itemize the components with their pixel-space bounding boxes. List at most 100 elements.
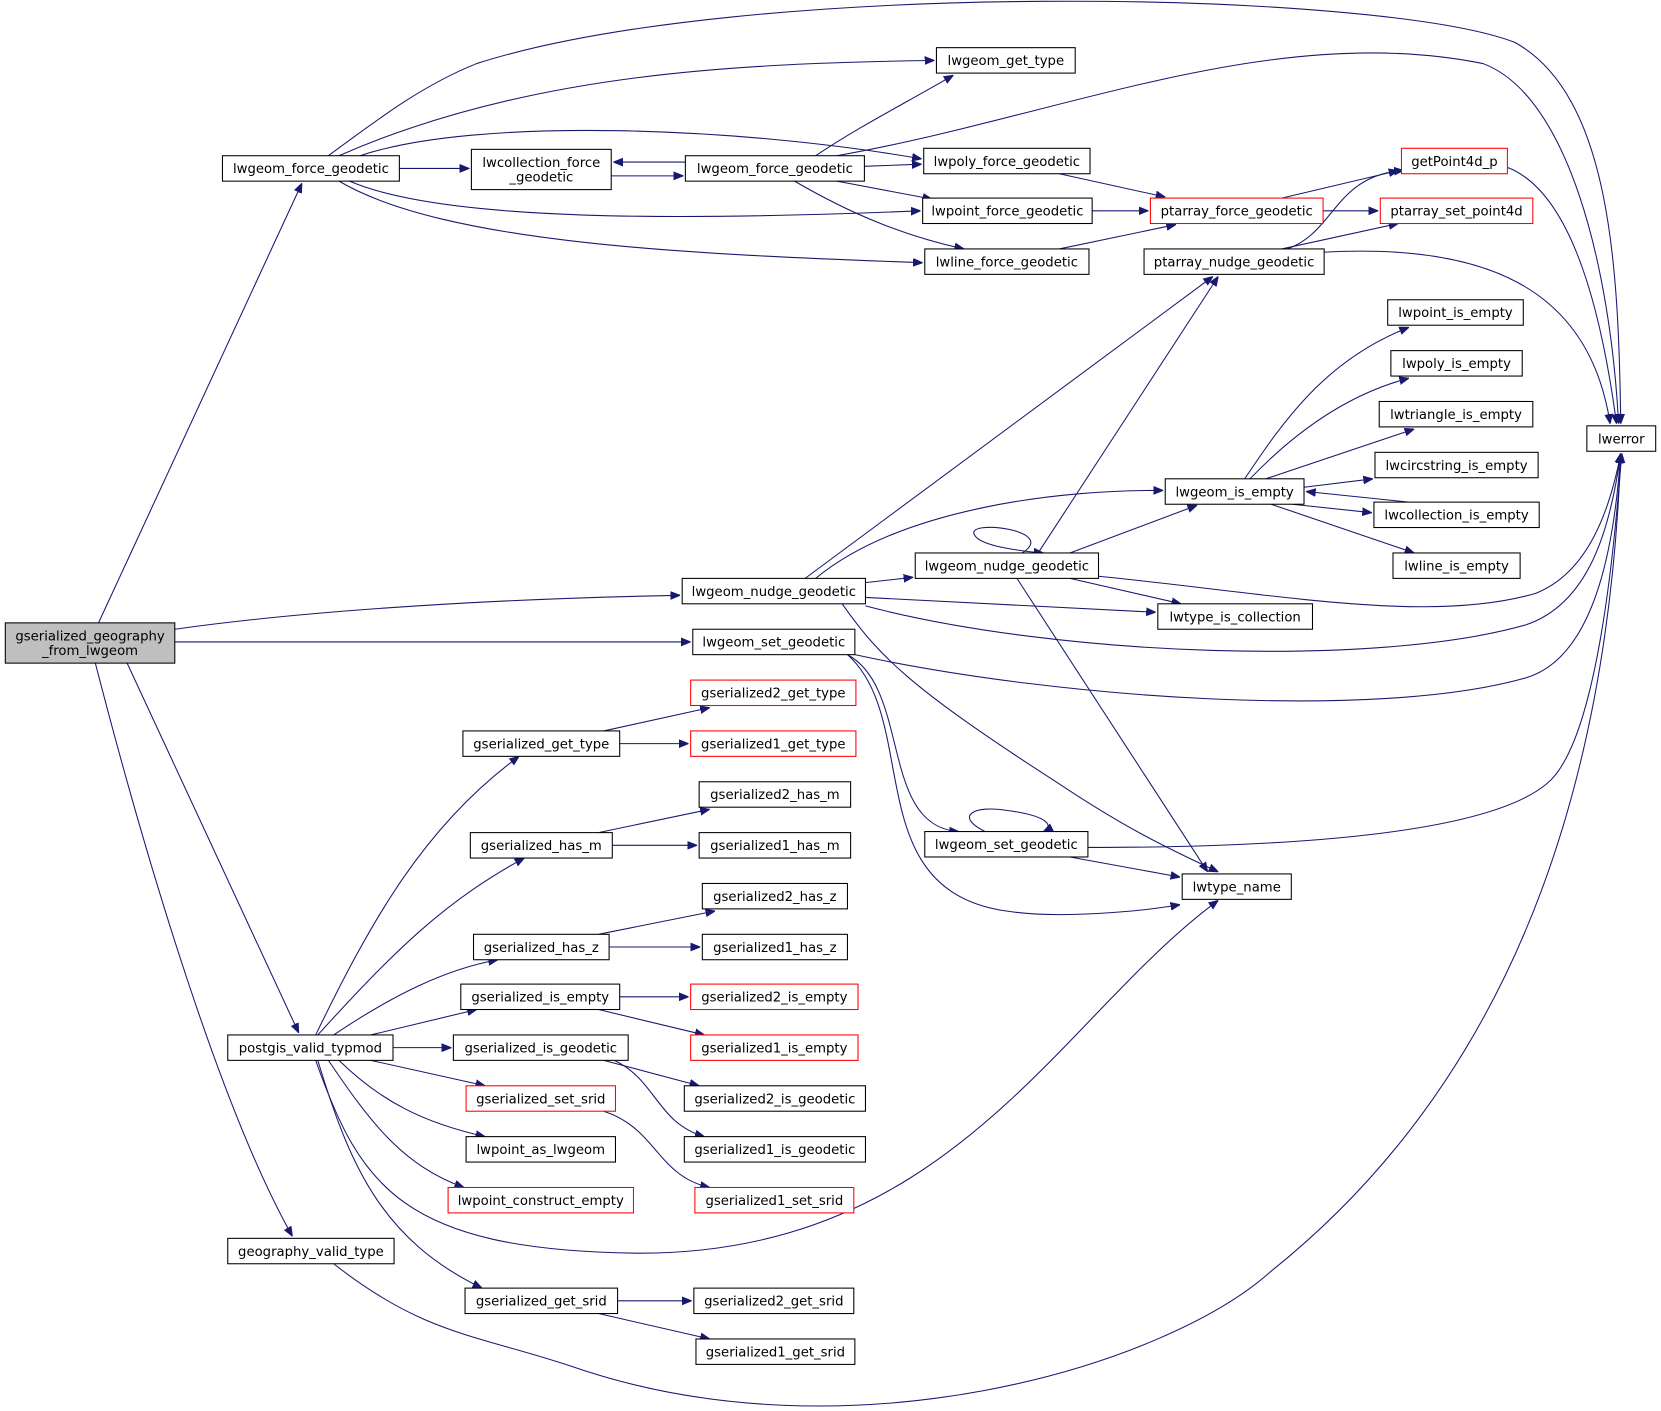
node-root[interactable]: gserialized_geography_from_lwgeom	[4, 622, 176, 664]
node-lwpoint-construct-empty[interactable]: lwpoint_construct_empty	[447, 1186, 634, 1214]
node-box[interactable]	[460, 983, 621, 1011]
node-box[interactable]	[1157, 603, 1314, 630]
node-box[interactable]	[698, 781, 852, 808]
node-gserialized-is-geodetic[interactable]: gserialized_is_geodetic	[452, 1034, 629, 1061]
node-box[interactable]	[924, 248, 1090, 275]
node-box[interactable]	[464, 1287, 619, 1315]
node-lwtriangle-is-empty[interactable]: lwtriangle_is_empty	[1378, 400, 1534, 428]
node-ptarray-set-point4d[interactable]: ptarray_set_point4d	[1379, 197, 1534, 225]
node-gserialized2-get-type[interactable]: gserialized2_get_type	[690, 679, 857, 707]
node-box[interactable]	[922, 197, 1093, 225]
node-box[interactable]	[465, 1085, 616, 1112]
node-box[interactable]	[1374, 451, 1539, 479]
node-lwpoly-is-empty[interactable]: lwpoly_is_empty	[1390, 350, 1523, 377]
node-lwpoint-is-empty[interactable]: lwpoint_is_empty	[1387, 299, 1524, 326]
node-lwgeom-nudge-geodetic2[interactable]: lwgeom_nudge_geodetic	[914, 552, 1100, 579]
node-box[interactable]	[227, 1034, 394, 1061]
node-box[interactable]	[701, 933, 848, 961]
node-gserialized-is-empty[interactable]: gserialized_is_empty	[460, 983, 621, 1011]
node-box[interactable]	[1392, 552, 1521, 579]
node-box[interactable]	[472, 933, 610, 961]
node-getPoint4d-p[interactable]: getPoint4d_p	[1400, 147, 1508, 175]
node-gserialized-get-type[interactable]: gserialized_get_type	[462, 730, 621, 757]
node-lwtype-is-collection[interactable]: lwtype_is_collection	[1157, 603, 1314, 630]
node-box[interactable]	[924, 831, 1089, 858]
node-box[interactable]	[914, 552, 1100, 579]
node-box[interactable]	[695, 1338, 856, 1365]
node-lwpoint-as-lwgeom[interactable]: lwpoint_as_lwgeom	[465, 1136, 616, 1163]
node-lwcircstring-is-empty[interactable]: lwcircstring_is_empty	[1374, 451, 1539, 479]
node-lwgeom-is-empty[interactable]: lwgeom_is_empty	[1164, 478, 1305, 505]
node-lwline-force-geodetic[interactable]: lwline_force_geodetic	[924, 248, 1090, 275]
node-lwpoint-force-geodetic[interactable]: lwpoint_force_geodetic	[922, 197, 1093, 225]
node-box[interactable]	[465, 1136, 616, 1163]
node-box[interactable]	[690, 679, 857, 707]
node-gserialized1-is-geodetic[interactable]: gserialized1_is_geodetic	[683, 1136, 866, 1163]
node-lwcollection-force-geodetic[interactable]: lwcollection_force_geodetic	[470, 148, 612, 191]
node-box[interactable]	[1379, 197, 1534, 225]
node-gserialized2-has-z[interactable]: gserialized2_has_z	[701, 882, 848, 910]
node-box[interactable]	[469, 832, 613, 859]
node-ptarray-nudge-geodetic[interactable]: ptarray_nudge_geodetic	[1143, 248, 1325, 275]
node-box[interactable]	[1149, 197, 1324, 225]
node-box[interactable]	[1181, 873, 1292, 900]
node-box[interactable]	[1400, 147, 1508, 175]
node-gserialized1-get-type[interactable]: gserialized1_get_type	[690, 730, 857, 757]
node-gserialized1-has-m[interactable]: gserialized1_has_m	[698, 832, 852, 859]
node-lwgeom-force-geodetic[interactable]: lwgeom_force_geodetic	[221, 155, 400, 182]
node-box[interactable]	[1164, 478, 1305, 505]
node-box[interactable]	[684, 155, 865, 182]
node-box[interactable]	[923, 147, 1091, 175]
node-box[interactable]	[683, 1085, 866, 1112]
node-gserialized-get-srid[interactable]: gserialized_get_srid	[464, 1287, 619, 1315]
node-lwgeom-get-type[interactable]: lwgeom_get_type	[935, 47, 1076, 74]
node-lwpoly-force-geodetic[interactable]: lwpoly_force_geodetic	[923, 147, 1091, 175]
node-lwgeom-set-geodetic2[interactable]: lwgeom_set_geodetic	[924, 831, 1089, 858]
node-gserialized2-is-empty[interactable]: gserialized2_is_empty	[690, 983, 859, 1011]
node-gserialized1-set-srid[interactable]: gserialized1_set_srid	[694, 1186, 855, 1214]
node-lwgeom-nudge-geodetic[interactable]: lwgeom_nudge_geodetic	[681, 577, 866, 605]
node-box[interactable]	[694, 1186, 855, 1214]
node-box[interactable]	[1390, 350, 1523, 377]
node-box[interactable]	[1143, 248, 1325, 275]
node-geography-valid-type[interactable]: geography_valid_type	[227, 1237, 395, 1265]
node-box[interactable]	[683, 1136, 866, 1163]
node-box[interactable]	[1387, 299, 1524, 326]
node-box[interactable]	[690, 730, 857, 757]
node-gserialized1-is-empty[interactable]: gserialized1_is_empty	[690, 1034, 859, 1061]
node-gserialized-has-z[interactable]: gserialized_has_z	[472, 933, 610, 961]
node-box[interactable]	[701, 882, 848, 910]
node-lwcollection-is-empty[interactable]: lwcollection_is_empty	[1373, 501, 1540, 529]
node-gserialized2-has-m[interactable]: gserialized2_has_m	[698, 781, 852, 808]
node-gserialized2-is-geodetic[interactable]: gserialized2_is_geodetic	[683, 1085, 866, 1112]
node-box[interactable]	[698, 832, 852, 859]
node-box[interactable]	[1373, 501, 1540, 529]
node-box[interactable]	[1378, 400, 1534, 428]
node-lwline-is-empty[interactable]: lwline_is_empty	[1392, 552, 1521, 579]
node-ptarray-force-geodetic[interactable]: ptarray_force_geodetic	[1149, 197, 1324, 225]
node-box[interactable]	[221, 155, 400, 182]
node-gserialized-has-m[interactable]: gserialized_has_m	[469, 832, 613, 859]
node-box[interactable]	[1586, 425, 1657, 452]
node-lwerror[interactable]: lwerror	[1586, 425, 1657, 452]
node-box[interactable]	[681, 577, 866, 605]
node-postgis-valid-typmod[interactable]: postgis_valid_typmod	[227, 1034, 394, 1061]
node-box[interactable]	[692, 628, 856, 656]
node-gserialized-set-srid[interactable]: gserialized_set_srid	[465, 1085, 616, 1112]
node-box[interactable]	[447, 1186, 634, 1214]
node-box[interactable]	[935, 47, 1076, 74]
node-box[interactable]	[693, 1287, 855, 1315]
node-lwgeom-set-geodetic[interactable]: lwgeom_set_geodetic	[692, 628, 856, 656]
node-box[interactable]	[690, 1034, 859, 1061]
node-box[interactable]	[462, 730, 621, 757]
node-gserialized1-has-z[interactable]: gserialized1_has_z	[701, 933, 848, 961]
node-box[interactable]	[470, 148, 612, 191]
node-lwgeom-force-geodetic2[interactable]: lwgeom_force_geodetic	[684, 155, 865, 182]
node-box[interactable]	[227, 1237, 395, 1265]
node-box[interactable]	[4, 622, 176, 664]
node-box[interactable]	[690, 983, 859, 1011]
node-gserialized1-get-srid[interactable]: gserialized1_get_srid	[695, 1338, 856, 1365]
node-gserialized2-get-srid[interactable]: gserialized2_get_srid	[693, 1287, 855, 1315]
node-box[interactable]	[452, 1034, 629, 1061]
node-lwtype-name[interactable]: lwtype_name	[1181, 873, 1292, 900]
